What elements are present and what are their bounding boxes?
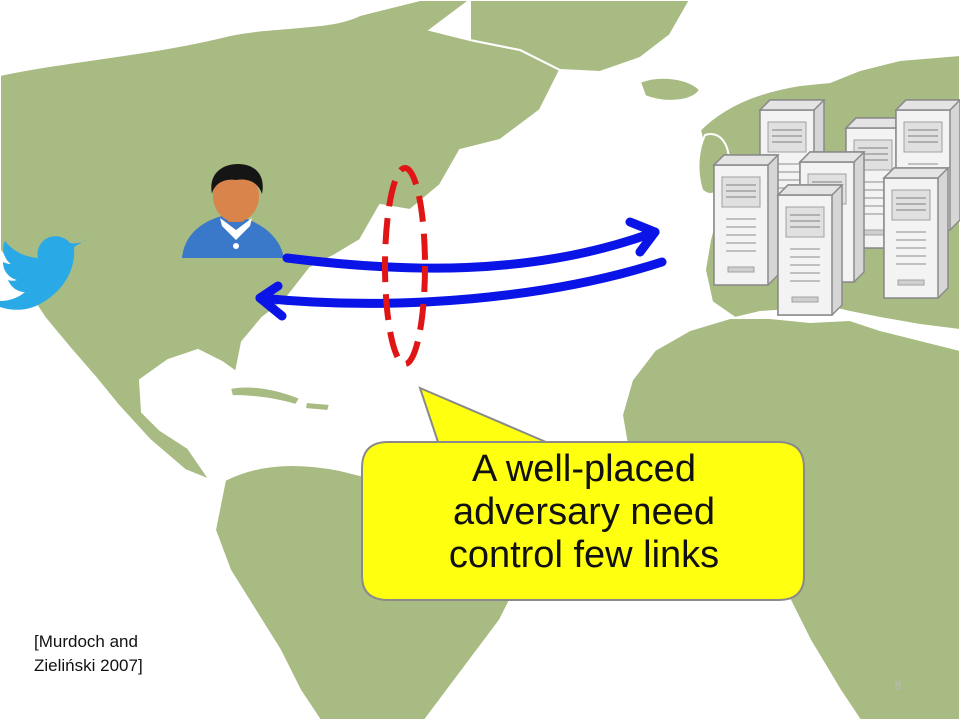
person-collar <box>220 218 252 240</box>
iceland-landmass <box>638 76 702 102</box>
twitter-bird-icon <box>0 236 88 310</box>
citation-line: Zieliński 2007] <box>34 656 143 675</box>
north-america-landmass <box>0 0 562 483</box>
callout-bubble <box>361 386 805 601</box>
user-person-icon <box>182 164 284 258</box>
callout-text: A well-placed adversary need control few… <box>370 448 798 577</box>
citation-line: [Murdoch and <box>34 632 138 651</box>
person-face <box>213 170 259 222</box>
outbound-arrowhead <box>625 217 660 257</box>
slide-number: 8 <box>894 678 902 693</box>
callout-line: adversary need <box>453 491 715 533</box>
server-unit <box>777 184 843 316</box>
traffic-arrows <box>255 217 667 321</box>
server-unit <box>713 154 779 286</box>
outbound-arrow <box>282 227 660 273</box>
citation: [Murdoch and Zieliński 2007] <box>34 630 143 678</box>
inbound-arrow <box>255 257 667 308</box>
inbound-arrowhead <box>255 281 287 321</box>
callout-line: control few links <box>448 534 720 576</box>
adversary-link-ellipse <box>382 165 428 367</box>
caribbean-island <box>228 385 302 407</box>
server-unit <box>883 167 949 299</box>
person-hair <box>211 164 263 194</box>
hispaniola-island <box>303 400 332 413</box>
person-button <box>233 243 239 249</box>
greenland-landmass <box>469 0 692 74</box>
callout-line: A well-placed <box>472 448 696 490</box>
